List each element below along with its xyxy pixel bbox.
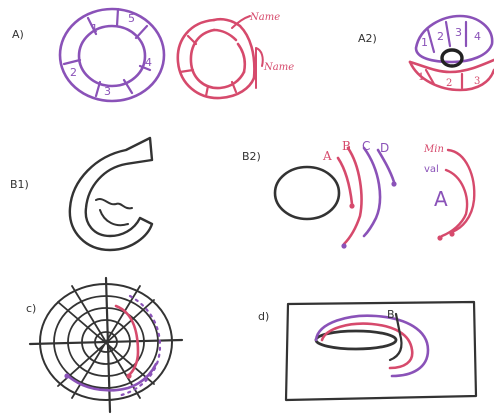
d-frame (284, 300, 478, 402)
b2-letter-c: C (362, 139, 370, 153)
a2-bottom-number-2: 2 (446, 78, 452, 89)
panel-c-label: c) (26, 302, 36, 315)
panel-d: d) B (258, 300, 478, 402)
panel-c: c) (26, 276, 184, 414)
polar-web (28, 276, 184, 414)
a2-core-ellipse (440, 48, 464, 68)
panel-a1: A) 1 5 4 3 2 Name Name (12, 7, 294, 103)
b2-letter-b: B (342, 139, 351, 153)
d-bands: B (314, 308, 430, 378)
panel-a2-label: A2) (358, 32, 377, 45)
ring-number-2: 2 (70, 66, 77, 79)
d-marker-b: B (387, 308, 395, 321)
purple-ring: 1 5 4 3 2 (58, 7, 166, 103)
a2-bottom-number-1: 1 (418, 72, 424, 83)
red-ring: Name Name (176, 12, 294, 100)
gray-c-shape (68, 136, 154, 252)
a2-top-number-4: 4 (474, 30, 481, 43)
panel-a2: A2) 1 2 3 4 1 2 3 (358, 14, 494, 92)
b2-minval-arcs: Min val A (423, 144, 476, 241)
b2-arcs: A B C D (322, 139, 397, 249)
purple-arc-band: 1 2 3 4 (414, 14, 494, 64)
name-label-side: Name (263, 62, 294, 73)
panel-a1-label: A) (12, 28, 24, 41)
name-label-top: Name (249, 12, 280, 23)
min-label: Min (423, 144, 444, 155)
red-arc-band: 1 2 3 (408, 58, 494, 92)
a2-bottom-number-3: 3 (474, 76, 480, 87)
a2-top-number-3: 3 (455, 26, 462, 39)
panel-b2-label: B2) (242, 150, 261, 163)
b2-oval (273, 165, 341, 221)
val-label: val (424, 164, 439, 175)
panel-b2: B2) A B C D Min val A (242, 139, 476, 249)
panel-d-label: d) (258, 310, 269, 323)
panel-b1: B1) (10, 136, 154, 252)
a2-top-number-1: 1 (421, 36, 428, 49)
b2-letter-a: A (322, 149, 332, 163)
panel-b1-label: B1) (10, 178, 29, 191)
b2-letter-d: D (380, 141, 389, 155)
a2-top-number-2: 2 (437, 30, 444, 43)
big-letter-a: A (434, 187, 448, 211)
ring-number-3: 3 (104, 85, 111, 98)
ring-number-1: 1 (91, 22, 98, 35)
ring-number-5: 5 (128, 12, 135, 25)
ring-number-4: 4 (145, 56, 152, 69)
